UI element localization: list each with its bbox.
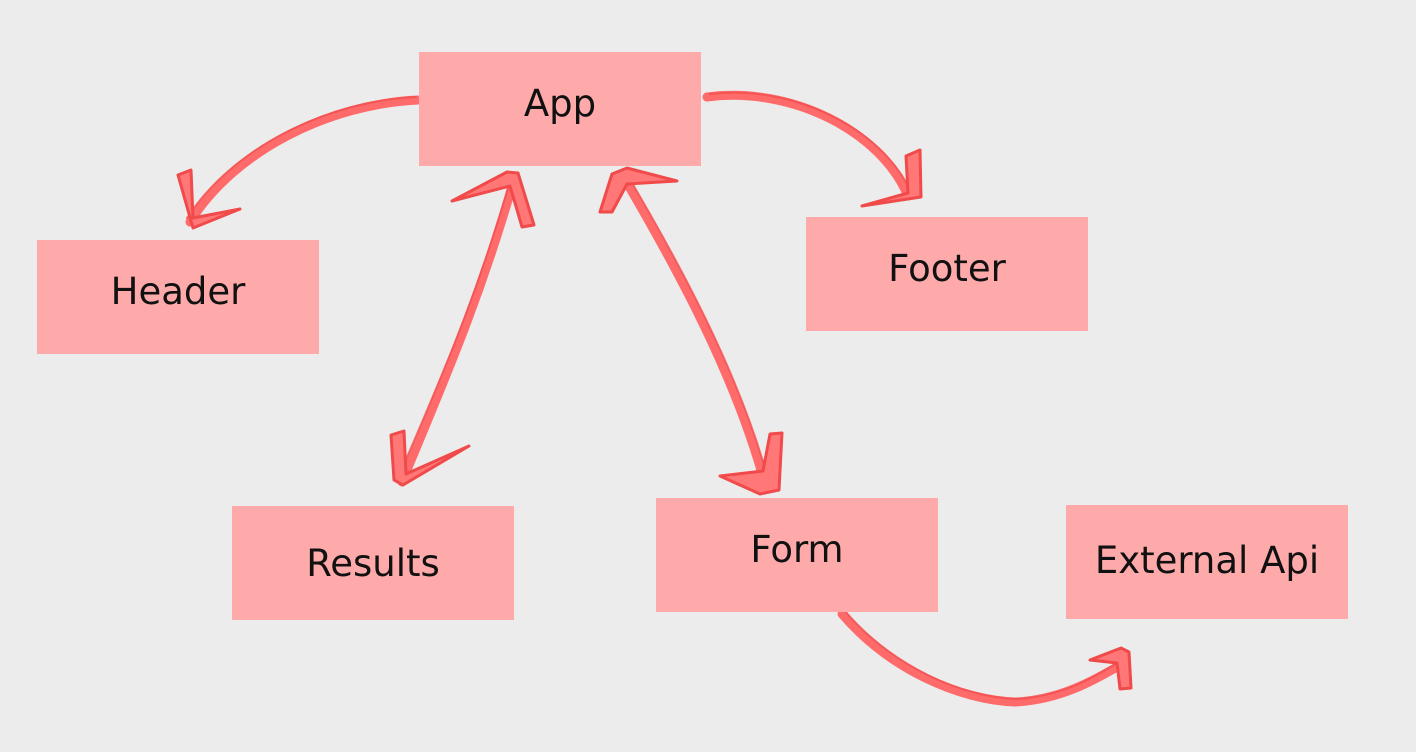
arrow-app-form-bidirectional <box>598 166 784 496</box>
arrow-form-to-external-api <box>837 609 1133 707</box>
node-app-label: App <box>523 81 597 125</box>
node-results: Results <box>232 506 514 620</box>
node-footer: Footer <box>806 217 1088 331</box>
node-results-label: Results <box>306 541 440 585</box>
node-form: Form <box>656 498 938 612</box>
arrow-app-to-footer <box>702 90 923 208</box>
node-form-label: Form <box>750 527 844 571</box>
node-external-api: External Api <box>1066 505 1348 619</box>
node-app: App <box>419 52 701 166</box>
arrow-app-results-bidirectional <box>389 170 536 487</box>
node-header-label: Header <box>110 269 246 313</box>
arrow-app-to-header <box>176 95 423 230</box>
node-external-api-label: External Api <box>1094 538 1320 582</box>
node-footer-label: Footer <box>888 246 1006 290</box>
node-header: Header <box>37 240 319 354</box>
